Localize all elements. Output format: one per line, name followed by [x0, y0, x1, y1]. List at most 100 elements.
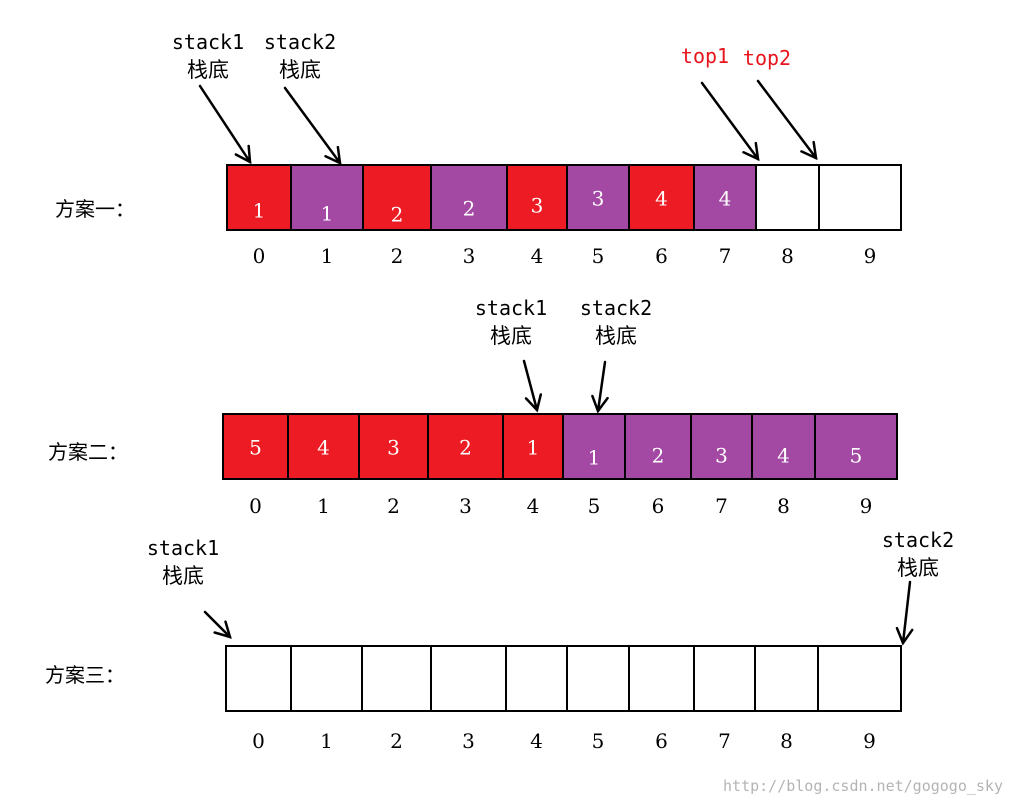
- array-cell-stack2: [290, 164, 364, 231]
- scheme-3-stack1-bottom-tag: stack1 栈底: [143, 534, 223, 590]
- cell-value: 2: [391, 203, 404, 227]
- cell-value: 2: [652, 444, 665, 468]
- pointer-arrow: [756, 79, 818, 161]
- cell-value: 3: [715, 444, 728, 468]
- tag-name: stack2: [579, 296, 653, 320]
- cell-value: 4: [655, 187, 668, 211]
- cell-index: 2: [387, 494, 400, 518]
- cell-index: 7: [715, 494, 728, 518]
- cell-index: 1: [321, 244, 334, 268]
- cell-index: 1: [317, 494, 330, 518]
- cell-value: 2: [463, 197, 476, 221]
- tag-name: stack2: [881, 528, 955, 552]
- arrow-head: [800, 140, 818, 161]
- cell-value: 4: [777, 444, 790, 468]
- cell-value: 4: [719, 187, 732, 211]
- array-cell-empty: [290, 645, 363, 712]
- tag-name: top1: [680, 44, 730, 68]
- tag-name: top2: [742, 46, 792, 70]
- array-cell-stack2: [562, 413, 626, 480]
- cell-index: 4: [531, 244, 544, 268]
- tag-name: stack1: [171, 30, 245, 54]
- cell-value: 3: [387, 436, 400, 460]
- tag-desc: 栈底: [595, 324, 637, 348]
- array-cell-stack1: [502, 413, 564, 480]
- cell-value: 4: [317, 436, 330, 460]
- pointer-arrow: [522, 359, 543, 413]
- arrow-head: [324, 145, 342, 166]
- array-cell-stack1: [628, 164, 695, 231]
- tag-desc: 栈底: [162, 564, 204, 588]
- tag-desc: 栈底: [897, 556, 939, 580]
- arrow-shaft: [283, 86, 342, 165]
- cell-value: 1: [588, 446, 601, 470]
- cell-value: 5: [850, 444, 863, 468]
- tag-desc: 栈底: [490, 324, 532, 348]
- cell-value: 1: [321, 202, 334, 226]
- array-cell-stack1: [358, 413, 429, 480]
- cell-value: 3: [592, 187, 605, 211]
- cell-index: 0: [253, 244, 266, 268]
- scheme-3-label: 方案三：: [45, 663, 125, 687]
- cell-index: 2: [391, 244, 404, 268]
- cell-index: 2: [390, 729, 403, 753]
- cell-index: 3: [459, 494, 472, 518]
- pointer-arrow: [895, 580, 914, 646]
- array-cell-empty: [361, 645, 432, 712]
- array-cell-stack1: [226, 164, 292, 231]
- arrow-head: [895, 626, 914, 646]
- scheme-1-top1-tag: top1: [676, 42, 734, 70]
- array-cell-empty: [505, 645, 568, 712]
- pointer-arrow: [203, 610, 232, 639]
- cell-index: 7: [719, 244, 732, 268]
- arrow-head: [213, 620, 232, 639]
- scheme-1-label: 方案一：: [55, 197, 135, 221]
- scheme-1-stack2-bottom-tag: stack2 栈底: [258, 28, 342, 84]
- cell-value: 3: [531, 194, 544, 218]
- arrow-head: [234, 144, 252, 165]
- cell-value: 5: [249, 436, 262, 460]
- cell-index: 4: [527, 494, 540, 518]
- cell-index: 3: [463, 244, 476, 268]
- scheme-2-label: 方案二：: [48, 440, 128, 464]
- cell-value: 1: [253, 199, 266, 223]
- cell-index: 6: [655, 244, 668, 268]
- cell-index: 5: [592, 729, 605, 753]
- array-cell-empty: [693, 645, 756, 712]
- array-cell-stack2: [690, 413, 753, 480]
- arrow-shaft: [901, 580, 912, 645]
- array-cell-empty: [754, 645, 819, 712]
- cell-index: 7: [718, 729, 731, 753]
- arrow-shaft: [700, 81, 760, 161]
- array-cell-stack2: [624, 413, 692, 480]
- array-cell-empty: [818, 164, 902, 231]
- array-cell-empty: [225, 645, 292, 712]
- cell-index: 6: [652, 494, 665, 518]
- array-cell-empty: [817, 645, 902, 712]
- array-cell-stack1: [287, 413, 360, 480]
- arrow-head: [591, 394, 609, 414]
- array-cell-stack2: [751, 413, 816, 480]
- scheme-1-stack1-bottom-tag: stack1 栈底: [168, 28, 248, 84]
- array-cell-stack2: [814, 413, 898, 480]
- arrow-shaft: [198, 84, 252, 164]
- scheme-2-stack2-bottom-tag: stack2 栈底: [574, 294, 658, 350]
- arrow-shaft: [203, 610, 232, 639]
- pointer-arrow: [198, 84, 252, 165]
- cell-index: 9: [863, 729, 876, 753]
- pointer-arrow: [283, 86, 342, 166]
- scheme-3-stack2-bottom-tag: stack2 栈底: [876, 526, 960, 582]
- cell-index: 5: [588, 494, 601, 518]
- scheme-1-top2-tag: top2: [738, 44, 796, 72]
- array-cell-stack1: [362, 164, 432, 231]
- array-cell-empty: [628, 645, 695, 712]
- arrow-head: [524, 393, 543, 413]
- tag-desc: 栈底: [279, 58, 321, 82]
- pointer-arrow: [700, 81, 760, 162]
- scheme-2-stack1-bottom-tag: stack1 栈底: [471, 294, 551, 350]
- pointer-arrow: [591, 360, 609, 414]
- array-cell-stack2: [566, 164, 630, 231]
